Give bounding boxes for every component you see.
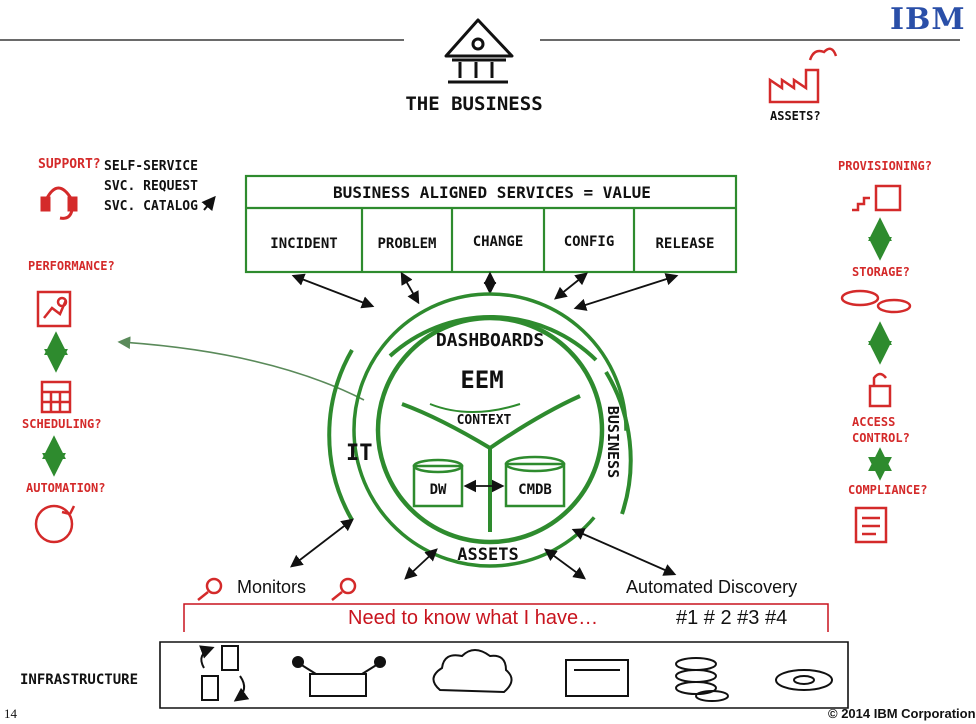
service-circle-arrows [291,271,679,311]
house-icon [444,18,514,84]
server-stack-icon [199,645,250,702]
dw-database [412,458,464,508]
circle-bottom-arrows [290,518,677,580]
context-label: CONTEXT [457,413,512,428]
rack-icon [565,659,629,697]
it-label: IT [346,441,373,466]
provisioning-label: PROVISIONING? [838,159,932,173]
calendar-icon [40,380,72,414]
performance-label: PERFORMANCE? [28,259,115,273]
access-label: ACCESS [852,415,895,429]
need-to-know-bracket [183,603,829,632]
services-title: BUSINESS ALIGNED SERVICES = VALUE [333,183,651,202]
process-config: CONFIG [564,234,615,250]
support-item-svc-catalog: SVC. CATALOG [104,199,198,214]
headset-icon [40,186,78,220]
process-problem: PROBLEM [377,236,436,252]
catalog-arrow [201,195,216,212]
process-change: CHANGE [473,234,524,250]
step-numbers: #1 # 2 #3 #4 [676,607,788,629]
copyright: © 2014 IBM Corporation [828,706,976,721]
monitors-label: Monitors [237,577,307,597]
compliance-label: COMPLIANCE? [848,483,927,497]
storage-disk-icon [775,669,833,691]
automation-label: AUTOMATION? [26,481,105,495]
network-device-icon [292,656,386,697]
factory-icon [768,47,838,104]
support-label: SUPPORT? [38,157,101,172]
cycle-icon [34,504,76,544]
ibm-logo: IBM [890,2,966,37]
infrastructure-label: INFRASTRUCTURE [20,672,138,688]
scheduling-label: SCHEDULING? [22,417,101,431]
support-item-self-service: SELF-SERVICE [104,159,198,174]
magnifier-icon [197,577,223,601]
process-release: RELEASE [655,236,714,252]
cmdb-database [504,455,566,508]
page-number: 14 [4,706,17,721]
context-curve [429,403,521,413]
infrastructure-box [159,641,849,709]
feedback-arrow [117,336,365,401]
storage-label: STORAGE? [852,265,910,279]
need-to-know-text: Need to know what I have… [348,607,599,629]
assets-top-label: ASSETS? [770,109,821,123]
disk-stack-icon [675,657,729,702]
provisioning-icon [852,184,902,212]
eem-label: EEM [460,366,503,394]
dashboards-label: DASHBOARDS [436,330,544,351]
business-title: THE BUSINESS [405,93,542,115]
cloud-icon [432,649,513,694]
dw-label: DW [430,482,447,498]
control-label: CONTROL? [852,431,910,445]
cmdb-label: CMDB [518,482,552,498]
lock-icon [868,372,892,408]
assets-circle-label: ASSETS [457,545,518,565]
automated-discovery-label: Automated Discovery [626,577,798,597]
process-incident: INCIDENT [270,236,337,252]
chart-icon [36,290,72,328]
business-side-label: BUSINESS [604,406,622,478]
magnifier-icon [331,577,357,601]
support-item-svc-request: SVC. REQUEST [104,179,198,194]
document-icon [854,506,888,544]
disk-icon [840,289,912,314]
